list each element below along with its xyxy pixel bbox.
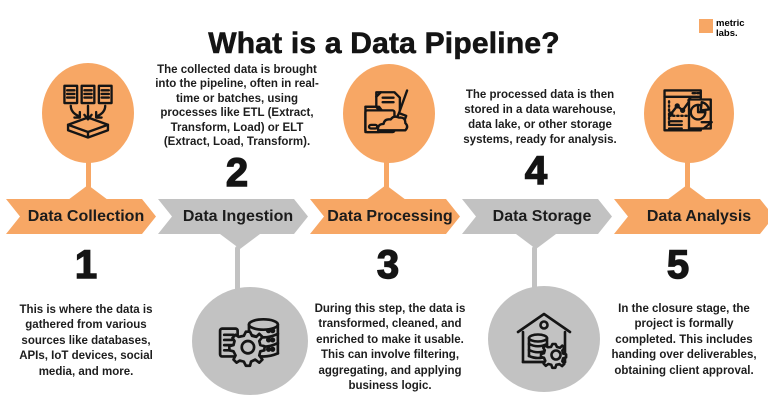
stage-2-peak-triangle: [220, 234, 260, 249]
stage-2-description: The collected data is brought into the p…: [155, 63, 319, 149]
stage-2-label: Data Ingestion: [182, 207, 294, 225]
warehouse-database-gear-icon: [516, 312, 572, 370]
folder-broom-cleaning-icon: [364, 88, 409, 133]
brand-name-line1: metric: [716, 18, 745, 29]
stage-3-peak-triangle: [366, 185, 406, 200]
stage-5-connector-line: [685, 159, 690, 189]
stage-4-label: Data Storage: [492, 207, 592, 225]
stage-2-connector-line: [235, 246, 240, 292]
stage-1-number: 1: [74, 243, 98, 287]
documents-into-box-icon: [63, 84, 113, 139]
stage-5-peak-triangle: [667, 185, 707, 200]
stage-1-connector-line: [86, 159, 91, 189]
stage-3-connector-line: [384, 157, 389, 189]
stage-4-circle: [488, 286, 600, 392]
brand-name: metric labs.: [716, 19, 745, 38]
stage-3-number: 3: [376, 243, 400, 287]
brand-name-line2: labs.: [716, 27, 738, 39]
stage-5-circle: [644, 64, 734, 163]
brand-logo: metric labs.: [699, 19, 745, 38]
banner-segment-data-collection: Data Collection: [6, 199, 156, 234]
stage-4-peak-triangle: [516, 234, 556, 249]
banner-segment-data-analysis: Data Analysis: [614, 199, 768, 234]
stage-3-description: During this step, the data is transforme…: [314, 302, 466, 393]
stage-4-connector-line: [532, 246, 537, 290]
stage-1-description: This is where the data is gathered from …: [19, 303, 153, 378]
stage-4-number: 4: [524, 149, 548, 193]
stage-1-circle: [42, 63, 134, 163]
stage-2-circle: [192, 287, 308, 395]
stage-3-label: Data Processing: [327, 207, 453, 225]
stage-2-number: 2: [225, 151, 249, 195]
banner-segment-data-ingestion: Data Ingestion: [158, 199, 308, 234]
stage-5-description: In the closure stage, the project is for…: [611, 302, 757, 377]
stage-1-label: Data Collection: [27, 207, 145, 225]
page-title: What is a Data Pipeline?: [208, 27, 560, 61]
stage-1-peak-triangle: [68, 185, 108, 200]
stage-5-label: Data Analysis: [646, 207, 752, 225]
report-line-pie-chart-icon: [663, 88, 713, 131]
database-gear-document-icon: [218, 318, 280, 368]
stage-4-description: The processed data is then stored in a d…: [463, 88, 617, 147]
stage-3-circle: [343, 64, 435, 163]
stage-5-number: 5: [666, 243, 690, 287]
banner-segment-data-processing: Data Processing: [310, 199, 460, 234]
banner-segment-data-storage: Data Storage: [462, 199, 612, 234]
brand-logo-square-icon: [699, 19, 713, 33]
